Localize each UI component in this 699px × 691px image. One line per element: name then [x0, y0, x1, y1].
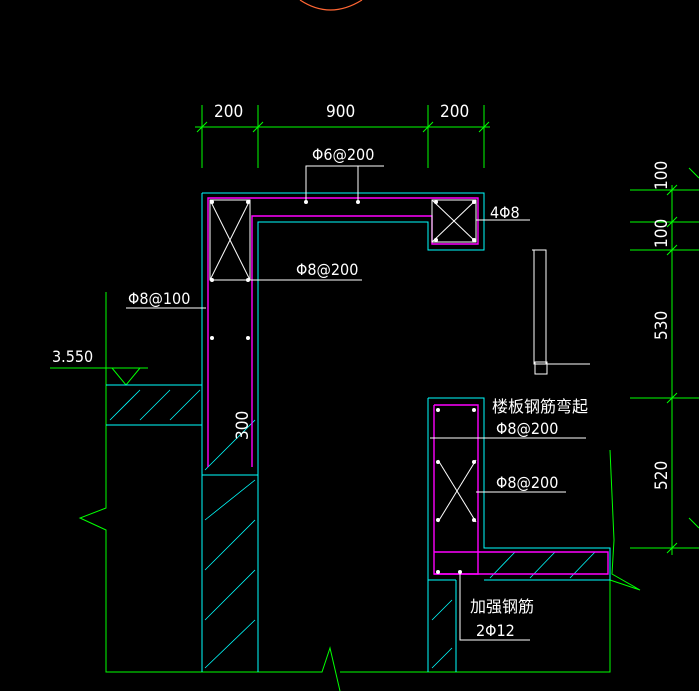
- label-4phi8: 4Φ8: [490, 203, 520, 222]
- label-slab-bent-title: 楼板钢筋弯起: [492, 397, 588, 416]
- label-slab-bent-spec: Φ8@200: [496, 419, 558, 438]
- label-phi6-200: Φ6@200: [312, 145, 374, 164]
- core-cross-marks: [209, 199, 477, 523]
- dim-top-200-right: 200: [440, 102, 469, 122]
- top-dimension-chain: [195, 105, 490, 168]
- dim-right-520: 520: [652, 461, 672, 490]
- label-reinforce-title: 加强钢筋: [470, 597, 534, 616]
- section-hatching: [109, 389, 596, 669]
- bent-bar-detail: [532, 249, 590, 375]
- label-phi8-200-upper: Φ8@200: [296, 260, 358, 279]
- dim-top-900: 900: [326, 102, 355, 122]
- rebar-dots: [210, 200, 476, 574]
- concrete-outline: [106, 192, 611, 672]
- leader-lines: [126, 165, 586, 641]
- elevation-label: 3.550: [52, 347, 93, 366]
- orange-arc: [299, 0, 363, 11]
- label-reinforce-spec: 2Φ12: [476, 621, 515, 640]
- dim-right-100-top: 100: [652, 161, 672, 190]
- rebar-stirrups: [207, 197, 609, 575]
- dim-wall-300: 300: [233, 411, 253, 440]
- label-phi8-100: Φ8@100: [128, 289, 190, 308]
- right-dimension-chain: [630, 167, 699, 555]
- dim-right-530: 530: [652, 311, 672, 340]
- dim-right-100-second: 100: [652, 219, 672, 248]
- label-phi8-200-lower: Φ8@200: [496, 473, 558, 492]
- dim-top-200-left: 200: [214, 102, 243, 122]
